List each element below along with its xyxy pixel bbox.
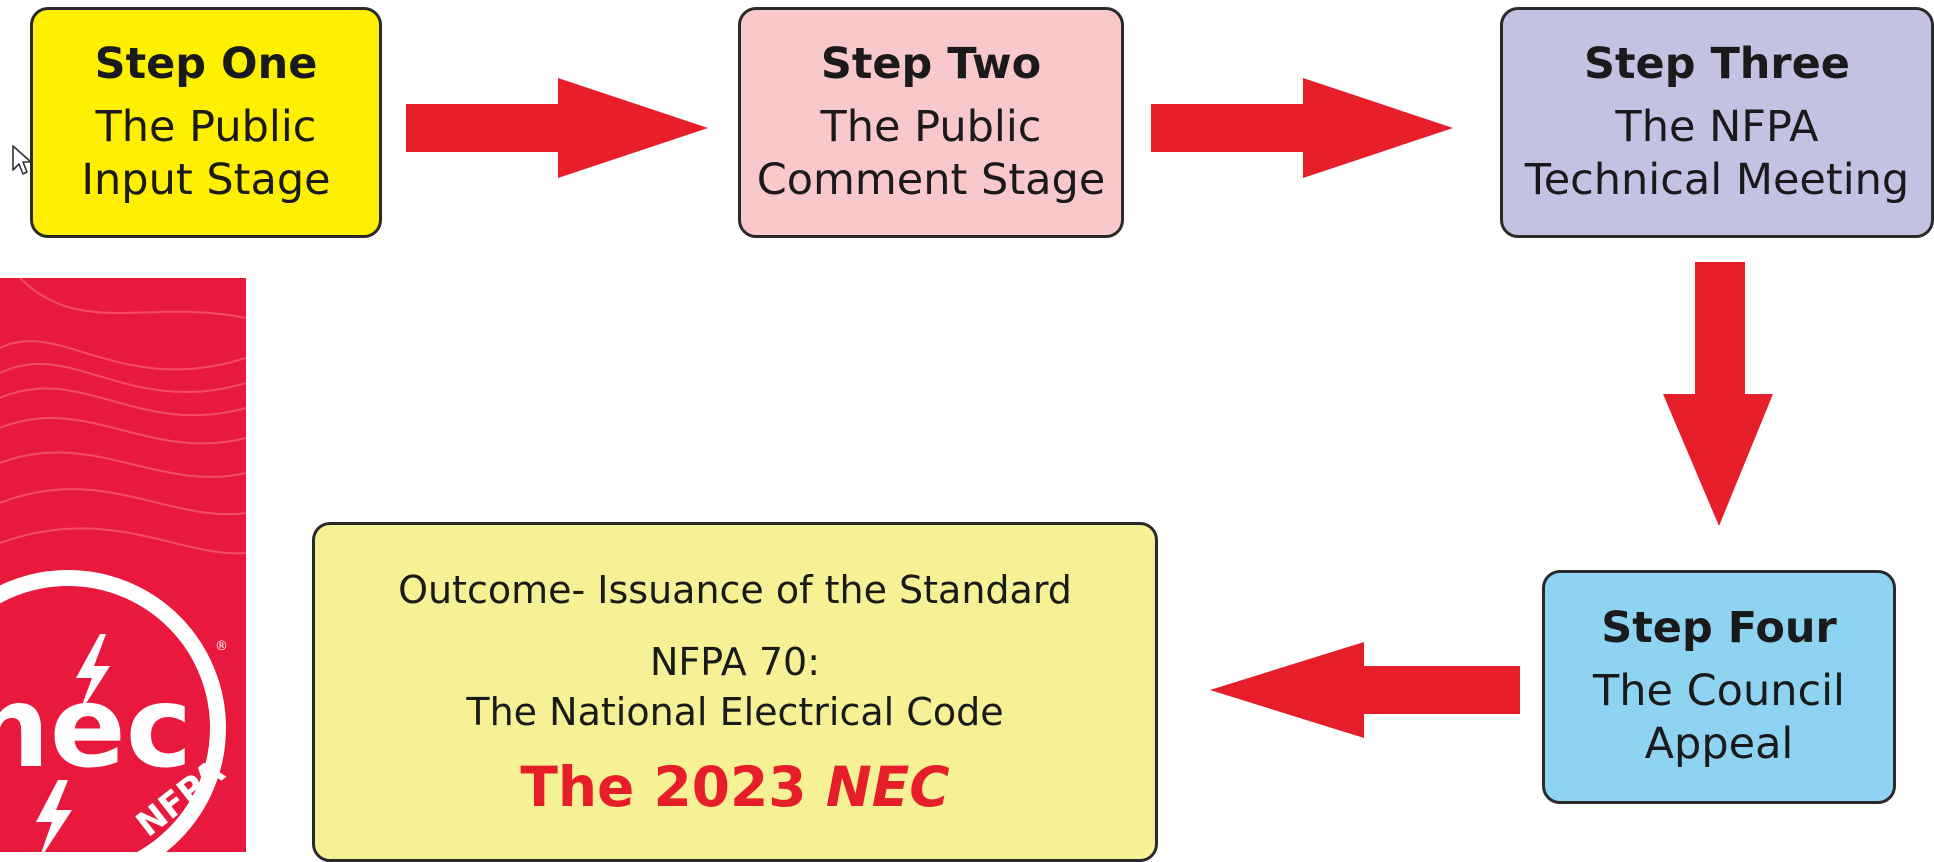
step-three-title: Step Three — [1584, 38, 1850, 89]
step-two-box: Step Two The Public Comment Stage — [738, 7, 1124, 238]
outcome-edition-prefix: The 2023 — [520, 755, 807, 819]
arrow-right-icon — [1151, 78, 1453, 178]
outcome-box: Outcome- Issuance of the Standard NFPA 7… — [312, 522, 1158, 862]
lightning-bolt-icon — [36, 780, 72, 852]
mouse-cursor-icon — [12, 145, 32, 175]
step-two-title: Step Two — [820, 38, 1042, 89]
step-three-description: The NFPA Technical Meeting — [1524, 101, 1910, 205]
step-one-title: Step One — [94, 38, 318, 89]
step-four-title: Step Four — [1601, 603, 1837, 653]
step-one-box: Step One The Public Input Stage — [30, 7, 382, 238]
step-two-description: The Public Comment Stage — [756, 101, 1106, 205]
arrow-right-icon — [406, 78, 708, 178]
step-four-description: The Council Appeal — [1592, 666, 1846, 769]
outcome-edition: The 2023 NEC — [315, 755, 1155, 819]
outcome-heading: Outcome- Issuance of the Standard — [398, 568, 1072, 612]
step-one-description: The Public Input Stage — [81, 101, 331, 205]
arrow-down-icon — [1663, 262, 1773, 526]
step-four-box: Step Four The Council Appeal — [1542, 570, 1896, 804]
lightning-bolt-icon — [76, 634, 110, 716]
outcome-edition-name: NEC — [825, 755, 950, 819]
arrow-left-icon — [1210, 642, 1520, 738]
registered-mark: ® — [215, 639, 228, 654]
nec-logo: ® nec NFPA — [0, 278, 246, 852]
outcome-code-name: NFPA 70: The National Electrical Code — [466, 640, 1004, 734]
step-three-box: Step Three The NFPA Technical Meeting — [1500, 7, 1934, 238]
